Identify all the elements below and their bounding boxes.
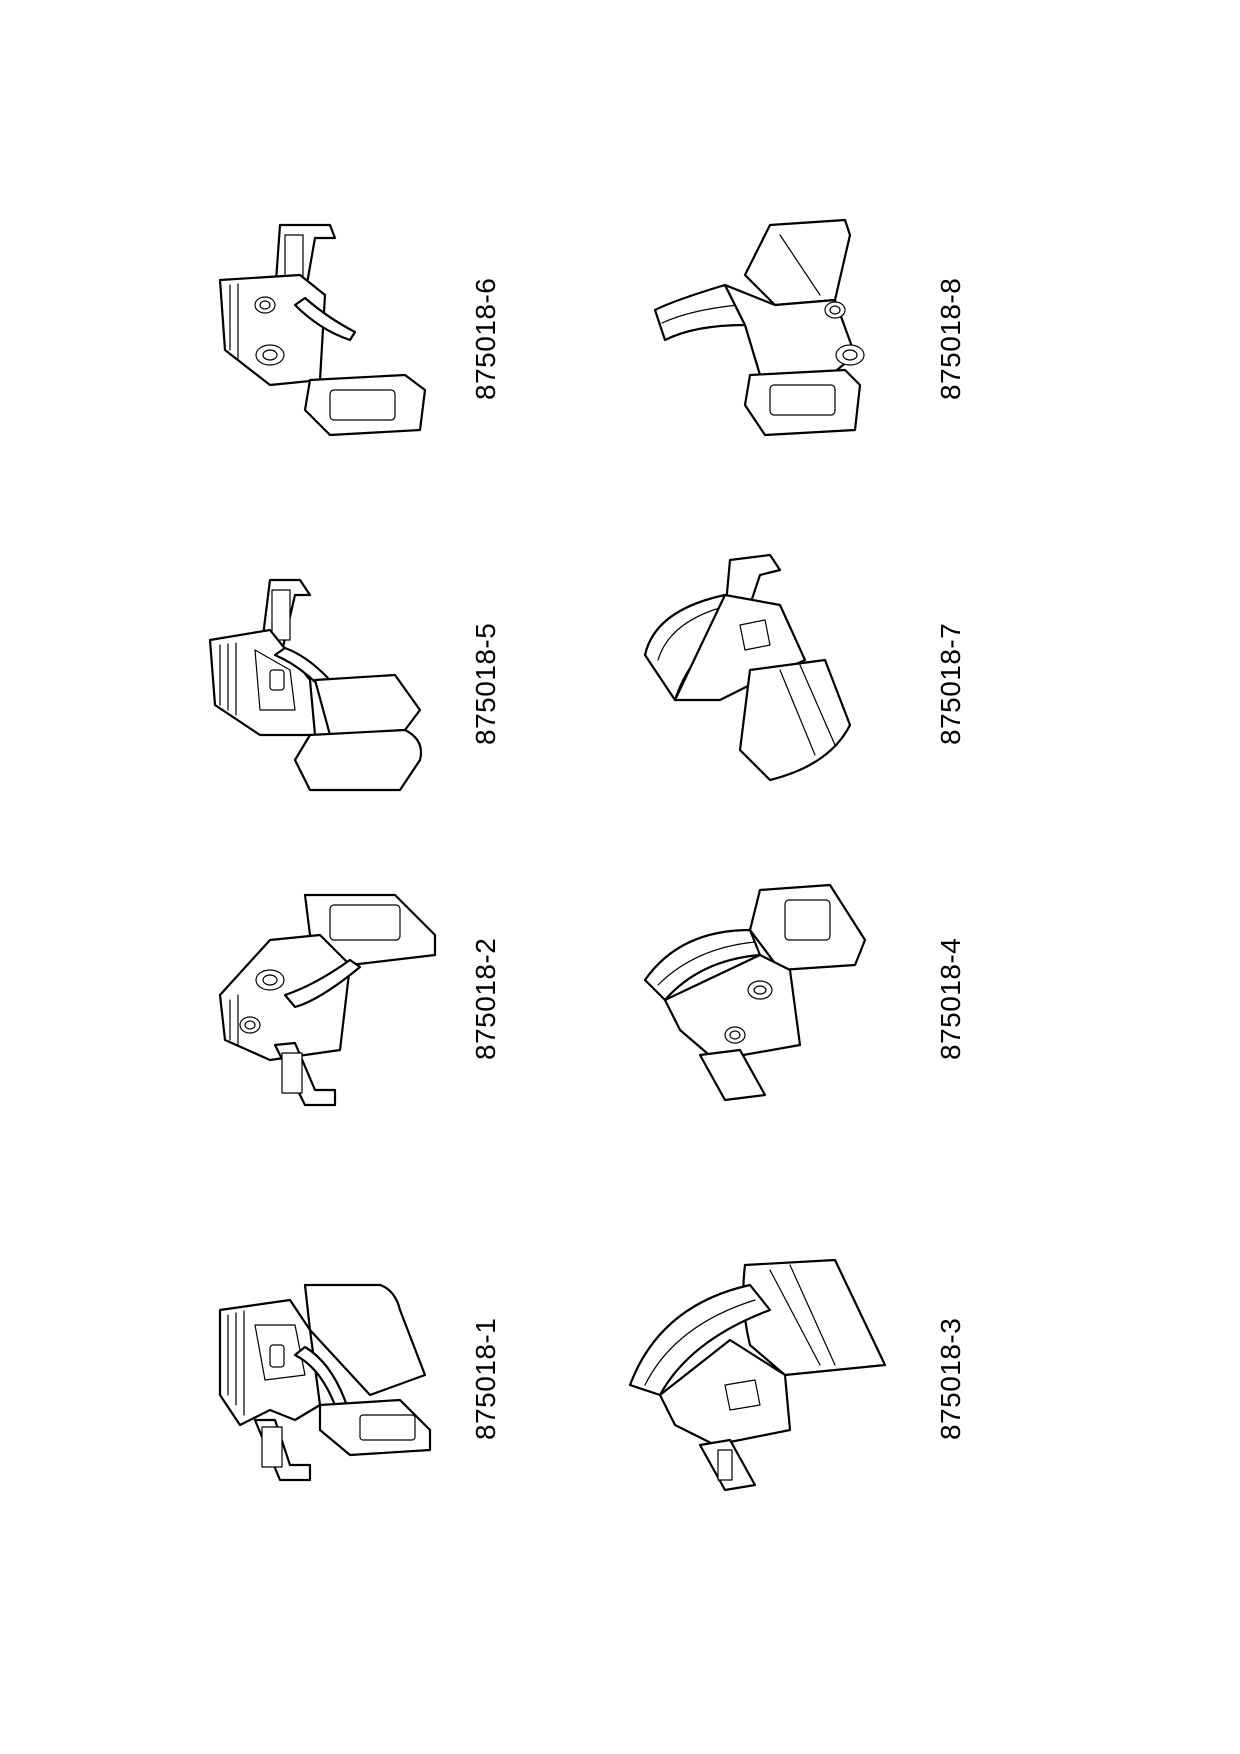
part-label: 875018-2 xyxy=(470,937,501,1060)
part-875018-1-drawing xyxy=(218,1283,432,1482)
part-label: 875018-8 xyxy=(935,277,966,400)
part-875018-6-drawing xyxy=(218,223,427,437)
flat-plate xyxy=(303,1283,427,1397)
curved-arc xyxy=(293,296,357,342)
curved-guide xyxy=(628,1283,772,1397)
window-slot xyxy=(724,1379,761,1411)
part-label: 875018-1 xyxy=(470,1317,501,1440)
part-875018-2-drawing xyxy=(218,893,437,1107)
part-label: 875018-3 xyxy=(935,1317,966,1440)
clip-body xyxy=(723,283,857,382)
side-tab xyxy=(698,1048,767,1102)
clip-body xyxy=(663,953,802,1062)
part-label: 875018-5 xyxy=(470,622,501,745)
clip-body xyxy=(218,933,352,1062)
block-body xyxy=(738,658,852,782)
top-bracket xyxy=(313,673,422,737)
part-875018-4-drawing xyxy=(643,883,867,1102)
top-bracket xyxy=(743,218,852,307)
part-875018-8-drawing xyxy=(653,218,865,437)
part-875018-7-drawing xyxy=(643,553,852,782)
clip-body xyxy=(218,273,327,387)
part-label: 875018-4 xyxy=(935,937,966,1060)
flat-plate xyxy=(293,728,423,792)
window-slot xyxy=(739,619,771,651)
clip-body xyxy=(658,1338,792,1447)
part-875018-3-drawing xyxy=(628,1258,887,1492)
part-label: 875018-6 xyxy=(470,277,501,400)
curved-arc xyxy=(283,958,362,1009)
part-label: 875018-7 xyxy=(935,622,966,745)
part-875018-5-drawing xyxy=(208,578,423,792)
clip-body xyxy=(208,628,317,737)
